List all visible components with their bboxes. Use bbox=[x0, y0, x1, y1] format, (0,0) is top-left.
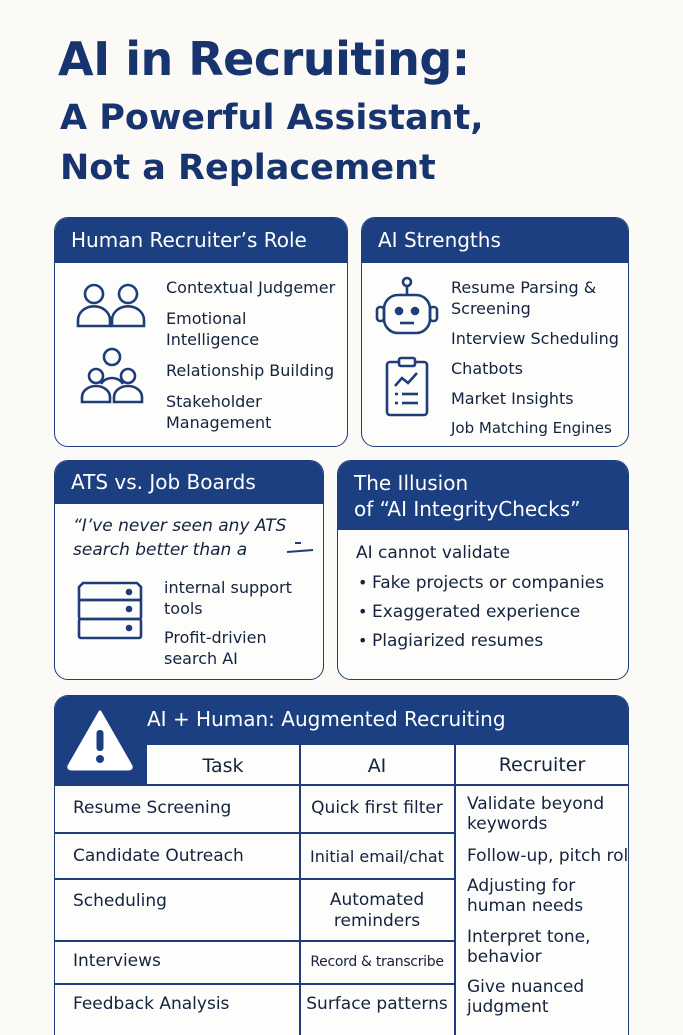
ats-quote: “I’ve never seen any ATS bbox=[73, 516, 287, 536]
column-header-recruiter: Recruiter bbox=[498, 754, 586, 776]
ats-quote: search better than a bbox=[73, 540, 248, 560]
illusion-header: The Illusion of “AI IntegrityChecks” bbox=[338, 461, 628, 530]
table-divider bbox=[55, 878, 455, 880]
human-role-item: Relationship Building bbox=[166, 361, 335, 380]
human-role-card: Human Recruiter’s Role Contextual Judgem… bbox=[54, 217, 348, 447]
table-divider bbox=[55, 784, 147, 786]
ai-strength-item: Market Insights bbox=[451, 389, 574, 408]
people-icon bbox=[75, 280, 149, 332]
column-header-ai: AI bbox=[367, 755, 387, 777]
table-cell-task: Resume Screening bbox=[73, 798, 232, 818]
illusion-intro: AI cannot validate bbox=[356, 543, 511, 563]
table-cell-ai: Automated bbox=[329, 890, 425, 910]
table-cell-ai: Surface patterns bbox=[306, 994, 448, 1014]
table-cell-ai: Record & transcribe bbox=[310, 954, 444, 970]
ai-strengths-card: AI Strengths Resume Parsing & Screening … bbox=[361, 217, 629, 447]
table-divider bbox=[55, 983, 455, 985]
table-cell-recruiter: behavior bbox=[467, 947, 542, 967]
ai-strength-item: Resume Parsing & bbox=[451, 278, 597, 297]
table-divider bbox=[55, 940, 455, 942]
illusion-header-line1: The Illusion bbox=[354, 471, 469, 495]
table-divider bbox=[454, 745, 456, 1035]
ats-item: internal support bbox=[164, 578, 292, 597]
ai-strength-item: Screening bbox=[451, 299, 531, 318]
human-role-item: Stakeholder bbox=[166, 392, 262, 411]
table-divider bbox=[299, 745, 301, 1035]
table-cell-task: Feedback Analysis bbox=[73, 994, 230, 1014]
ats-item: search AI bbox=[164, 649, 238, 668]
table-cell-recruiter: human needs bbox=[467, 896, 584, 916]
table-cell-recruiter: Validate beyond bbox=[467, 794, 605, 814]
page-subtitle-line2: Not a Replacement bbox=[60, 148, 436, 188]
human-role-header: Human Recruiter’s Role bbox=[55, 218, 347, 263]
ats-item: tools bbox=[164, 599, 203, 618]
robot-icon bbox=[374, 276, 440, 338]
table-cell-task: Candidate Outreach bbox=[73, 846, 244, 866]
human-role-item: Emotional bbox=[166, 309, 247, 328]
table-cell-ai: Quick first filter bbox=[311, 798, 443, 818]
ats-header: ATS vs. Job Boards bbox=[55, 461, 323, 504]
illusion-bullet: Fake projects or companies bbox=[372, 573, 605, 593]
server-icon bbox=[77, 577, 143, 645]
page-subtitle-line1: A Powerful Assistant, bbox=[60, 98, 484, 138]
table-cell-recruiter: Give nuanced bbox=[467, 977, 585, 997]
table-cell-recruiter: Follow-up, pitch rol bbox=[467, 846, 629, 866]
bullet-icon: • bbox=[358, 602, 368, 621]
table-cell-ai: Initial email/chat bbox=[310, 847, 444, 866]
illusion-header-line2: of “AI IntegrityChecks” bbox=[354, 497, 581, 521]
ai-strength-item: Interview Scheduling bbox=[451, 329, 619, 348]
table-divider bbox=[147, 784, 628, 786]
table-cell-recruiter: judgment bbox=[467, 997, 549, 1017]
ai-strength-item: Job Matching Engines bbox=[451, 419, 612, 437]
human-role-item: Management bbox=[166, 413, 272, 432]
page-title: AI in Recruiting: bbox=[58, 32, 470, 86]
table-cell-recruiter: keywords bbox=[467, 814, 548, 834]
team-icon bbox=[79, 346, 145, 406]
augmented-card: AI + Human: Augmented Recruiting Task AI… bbox=[54, 695, 629, 1035]
warning-icon bbox=[65, 708, 135, 772]
table-cell-task: Interviews bbox=[73, 951, 161, 971]
illusion-bullet: Plagiarized resumes bbox=[372, 631, 544, 651]
augmented-title: AI + Human: Augmented Recruiting bbox=[147, 707, 506, 731]
column-header-task: Task bbox=[202, 755, 244, 777]
table-cell-recruiter: Adjusting for bbox=[467, 876, 576, 896]
bullet-icon: • bbox=[358, 631, 368, 650]
augmented-header bbox=[55, 696, 628, 745]
human-role-item: Intelligence bbox=[166, 330, 260, 349]
table-cell-recruiter: Interpret tone, bbox=[467, 927, 591, 947]
ai-strength-item: Chatbots bbox=[451, 359, 523, 378]
table-cell-task: Scheduling bbox=[73, 891, 167, 911]
illusion-card: The Illusion of “AI IntegrityChecks” AI … bbox=[337, 460, 629, 680]
table-divider bbox=[55, 832, 455, 834]
illusion-bullet: Exaggerated experience bbox=[372, 602, 581, 622]
ai-strengths-header: AI Strengths bbox=[362, 218, 628, 263]
human-role-item: Contextual Judgemer bbox=[166, 278, 336, 297]
clipboard-chart-icon bbox=[384, 356, 430, 418]
table-cell-ai: reminders bbox=[333, 911, 421, 931]
quote-scribble-icon bbox=[285, 539, 315, 557]
ats-item: Profit-drivien bbox=[164, 628, 267, 647]
ats-card: ATS vs. Job Boards “I’ve never seen any … bbox=[54, 460, 324, 680]
bullet-icon: • bbox=[358, 573, 368, 592]
